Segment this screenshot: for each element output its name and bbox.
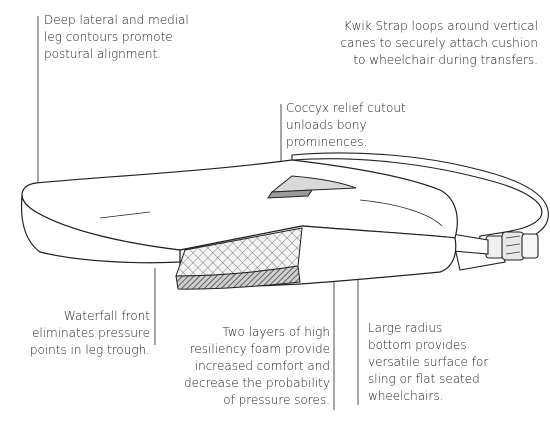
callout-coccyx-line: Coccyx relief cutout xyxy=(286,101,406,115)
callout-waterfall-line: Waterfall front xyxy=(63,309,150,323)
callout-strap-line: Kwik Strap loops around vertical xyxy=(343,19,538,33)
cutout-recess xyxy=(270,175,357,193)
callout-radius-line: bottom provides xyxy=(368,338,467,352)
callout-foam-line: increased comfort and xyxy=(194,359,330,373)
callout-contours: Deep lateral and medial leg contours pro… xyxy=(44,12,189,63)
callout-foam-line: decrease the probability xyxy=(184,376,330,390)
kwik-strap xyxy=(291,152,549,271)
coccyx-cutout xyxy=(267,175,357,199)
callout-contours-line: leg contours promote xyxy=(44,30,173,44)
contour-lines xyxy=(99,199,443,227)
callout-radius-line: Large radius xyxy=(368,321,443,335)
callout-foam-line: of pressure sores. xyxy=(223,393,330,407)
callout-waterfall: Waterfall front eliminates pressure poin… xyxy=(2,308,150,359)
callout-waterfall-line: eliminates pressure xyxy=(31,326,150,340)
callout-coccyx: Coccyx relief cutout unloads bony promin… xyxy=(286,100,406,151)
callout-radius-line: wheelchairs. xyxy=(368,389,444,403)
cutout-edge xyxy=(267,189,313,199)
callout-waterfall-line: points in leg trough. xyxy=(29,343,150,357)
foam-layers xyxy=(175,227,303,290)
foam-lower-layer xyxy=(175,265,301,290)
callout-foam-line: Two layers of high xyxy=(222,325,330,339)
callout-foam-line: resiliency foam provide xyxy=(189,342,330,356)
callout-radius-line: versatile surface for xyxy=(368,355,489,369)
buckle-icon xyxy=(485,231,539,261)
callout-coccyx-line: unloads bony xyxy=(286,118,367,132)
callout-contours-line: Deep lateral and medial xyxy=(44,13,189,27)
medial-contour-seam xyxy=(359,199,443,227)
callout-coccyx-line: prominences. xyxy=(286,135,368,149)
callout-radius-line: sling or flat seated xyxy=(368,372,480,386)
callout-strap-line: to wheelchair during transfers. xyxy=(353,53,538,67)
callout-contours-line: postural alignment. xyxy=(44,47,161,61)
callout-strap-line: canes to securely attach cushion xyxy=(340,36,538,50)
callout-strap: Kwik Strap loops around vertical canes t… xyxy=(341,18,538,69)
callout-radius: Large radius bottom provides versatile s… xyxy=(368,320,488,405)
leg-contour-seam xyxy=(99,211,151,219)
callout-foam: Two layers of high resiliency foam provi… xyxy=(150,324,330,409)
